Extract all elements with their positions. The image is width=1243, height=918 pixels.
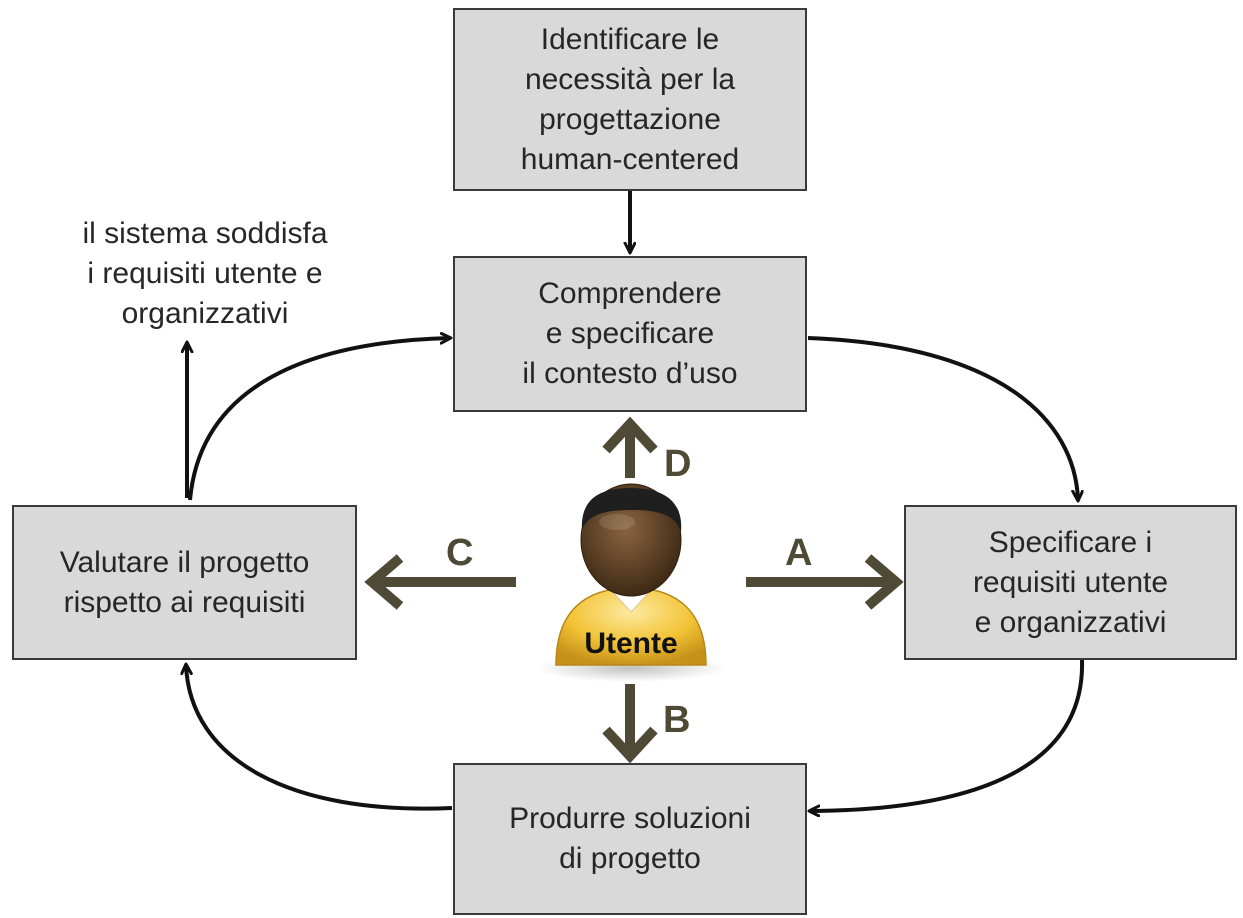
step-box-understand-context: Comprendere e specificare il contesto d’… [453, 256, 807, 412]
cycle-arrow-produce-to-evaluate [186, 665, 453, 811]
arrow-label-b: B [663, 699, 691, 741]
step-box-specify-requirements: Specificare i requisiti utente e organiz… [904, 505, 1237, 660]
user-label: Utente [584, 627, 678, 660]
step-box-evaluate-design: Valutare il progetto rispetto ai requisi… [12, 505, 357, 660]
step-label-understand-context: Comprendere e specificare il contesto d’… [522, 277, 738, 390]
arrow-label-a: A [785, 532, 813, 574]
user-arrow-up [602, 416, 658, 478]
step-box-identify-needs: Identificare le necessità per la progett… [453, 8, 807, 191]
step-label-evaluate-design: Valutare il progetto rispetto ai requisi… [59, 545, 310, 619]
user-arrow-left [364, 554, 516, 610]
user-person-icon [536, 483, 726, 682]
exit-condition-note: il sistema soddisfa i requisiti utente e… [82, 217, 328, 330]
cycle-arrow-evaluate-to-understand [188, 338, 450, 501]
cycle-arrow-understand-to-specify [807, 336, 1078, 500]
step-label-produce-solutions: Produrre soluzioni di progetto [509, 802, 751, 875]
user-arrow-down [602, 684, 658, 764]
user-arrow-right [746, 554, 904, 610]
step-label-specify-requirements: Specificare i requisiti utente e organiz… [972, 525, 1169, 639]
cycle-arrow-specify-to-produce [810, 659, 1085, 811]
arrow-label-c: C [446, 532, 474, 574]
step-label-identify-needs: Identificare le necessità per la progett… [520, 22, 740, 176]
arrow-label-d: D [664, 443, 692, 485]
step-box-produce-solutions: Produrre soluzioni di progetto [453, 763, 807, 915]
